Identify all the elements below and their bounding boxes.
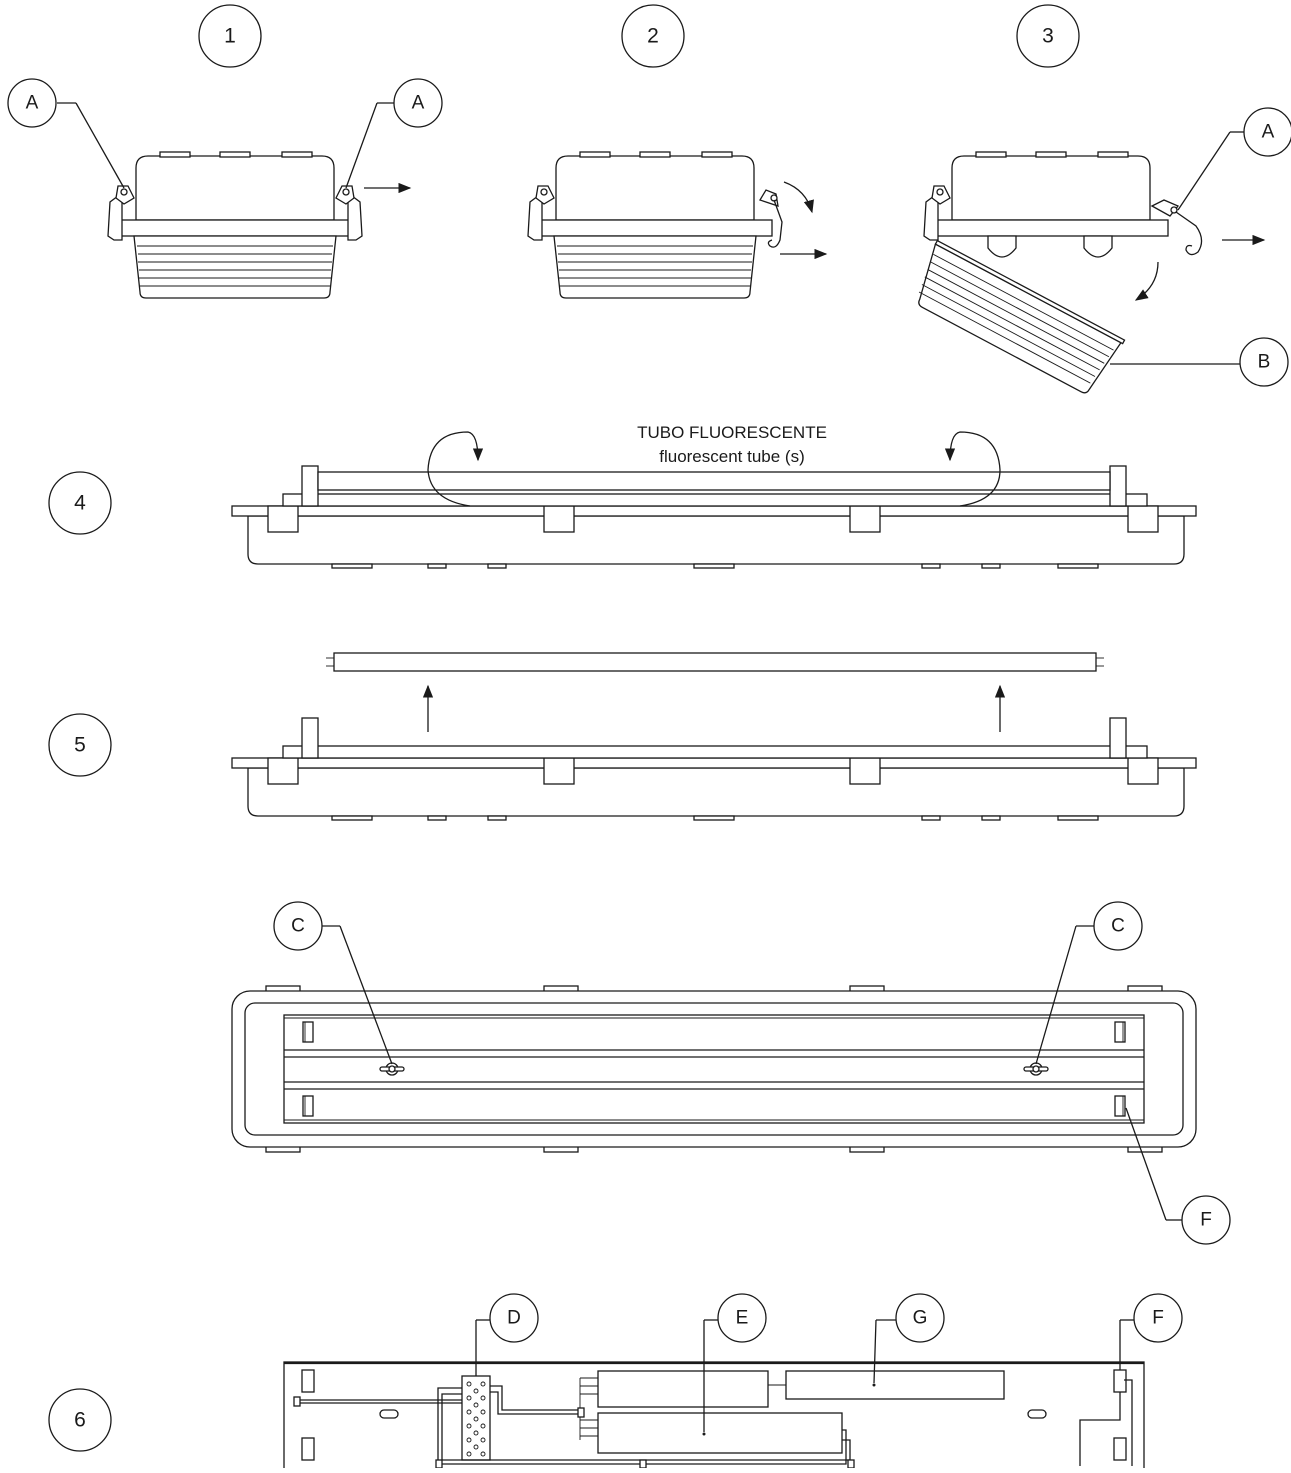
callout-c-right: C [1093, 901, 1143, 951]
step-3-marker: 3 [1016, 4, 1080, 68]
callout-f-wiring-label: F [1152, 1308, 1164, 1329]
step-3-label: 3 [1042, 25, 1054, 48]
callout-f-top-view-label: F [1200, 1210, 1212, 1231]
tube-caption: TUBO FLUORESCENTE fluorescent tube (s) [637, 423, 827, 466]
callout-b: B [1239, 337, 1289, 387]
step-3-fixture [918, 131, 1266, 394]
step-4-label: 4 [74, 492, 86, 515]
callout-a-2-label: A [412, 93, 425, 114]
step-2-fixture [527, 151, 828, 299]
step-6-label: 6 [74, 1409, 86, 1432]
top-view-fixture [231, 925, 1197, 1221]
callout-g-label: G [913, 1308, 928, 1329]
step-6-wiring-tray [283, 1319, 1145, 1473]
step-5-label: 5 [74, 734, 86, 757]
callout-a-2: A [393, 78, 443, 128]
step-4-marker: 4 [48, 471, 112, 535]
callout-a-1-label: A [26, 93, 39, 114]
callout-f-wiring: F [1133, 1293, 1183, 1343]
callout-a-3: A [1243, 107, 1291, 157]
step-2-marker: 2 [621, 4, 685, 68]
step-1-fixture [57, 102, 412, 299]
tube-caption-line2: fluorescent tube (s) [659, 447, 805, 466]
step-5-marker: 5 [48, 713, 112, 777]
step-2-label: 2 [647, 25, 659, 48]
step-1-marker: 1 [198, 4, 262, 68]
callout-e-label: E [736, 1308, 749, 1329]
callout-d-label: D [507, 1308, 521, 1329]
callout-a-1: A [7, 78, 57, 128]
callout-a-3-label: A [1262, 122, 1275, 143]
tube-caption-line1: TUBO FLUORESCENTE [637, 423, 827, 442]
callout-g: G [895, 1293, 945, 1343]
callout-c-right-label: C [1111, 916, 1125, 937]
callout-c-left-label: C [291, 916, 305, 937]
callout-b-label: B [1258, 352, 1271, 373]
callout-e: E [717, 1293, 767, 1343]
step-5-fixture-side [231, 652, 1197, 821]
callout-f-top-view: F [1181, 1195, 1231, 1245]
step-6-marker: 6 [48, 1388, 112, 1452]
step-4-fixture-side [231, 431, 1197, 569]
callout-d: D [489, 1293, 539, 1343]
step-1-label: 1 [224, 25, 236, 48]
callout-c-left: C [273, 901, 323, 951]
